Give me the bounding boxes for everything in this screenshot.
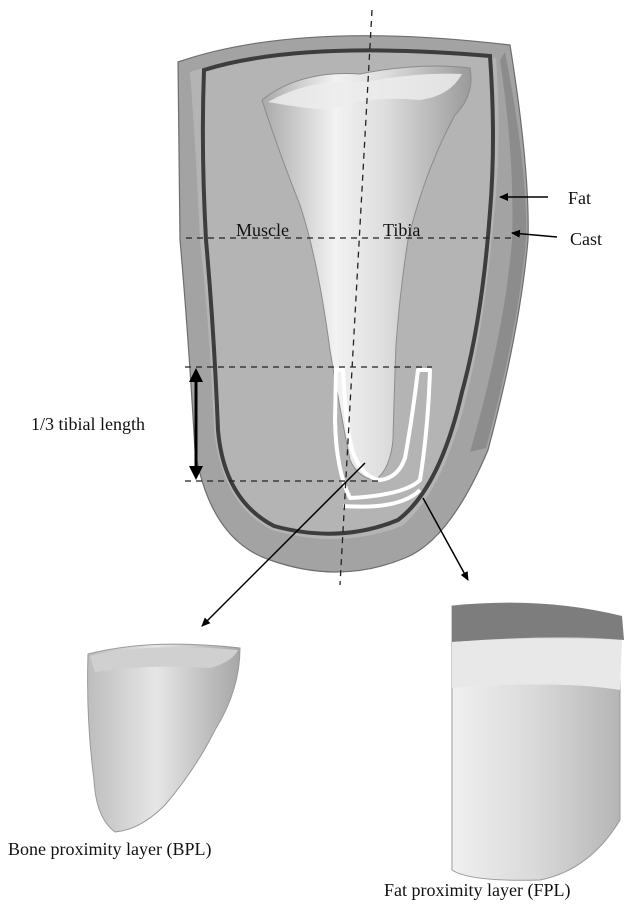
fat-label: Fat (568, 188, 591, 208)
fpl-label: Fat proximity layer (FPL) (384, 880, 570, 901)
tibia-label: Tibia (383, 220, 420, 240)
muscle-label: Muscle (236, 220, 289, 240)
bone-proximity-layer-shape (88, 644, 240, 832)
fat-proximity-layer-rim (452, 603, 624, 642)
tibial-length-label: 1/3 tibial length (31, 414, 145, 434)
cast-label: Cast (570, 229, 602, 249)
fat-proximity-layer-inner (452, 638, 622, 690)
bpl-label: Bone proximity layer (BPL) (8, 839, 211, 860)
